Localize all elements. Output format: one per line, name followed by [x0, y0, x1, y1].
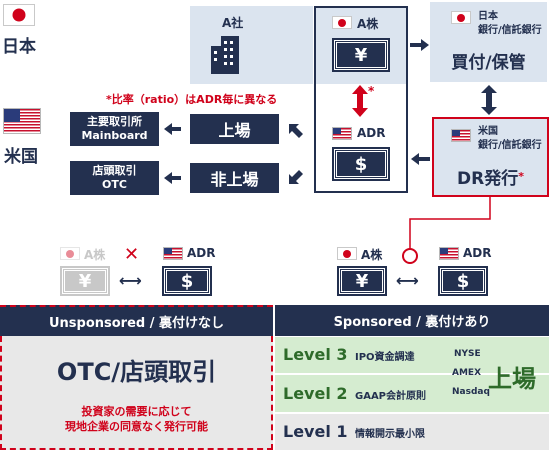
level-1-desc: 情報開示最小限 — [355, 429, 425, 440]
usa-flag-icon — [451, 129, 471, 142]
ratio-asterisk: * — [368, 84, 375, 98]
ratio-arrow-icon — [352, 85, 368, 117]
usa-flag-icon — [3, 108, 41, 134]
japan-flag-icon — [332, 16, 352, 29]
building-icon — [211, 36, 239, 74]
usa-flag-icon — [332, 127, 352, 140]
us-bank-action: DR発行* — [432, 164, 549, 189]
otc-box: 店頭取引 OTC — [70, 161, 159, 195]
otc-title: OTC/店頭取引 — [56, 358, 217, 386]
share-adr-column — [314, 6, 408, 193]
arrow-left-icon — [164, 123, 181, 135]
connector-line — [409, 197, 491, 249]
japan-bank-box — [430, 2, 547, 82]
yen-icon: ¥ — [60, 266, 110, 296]
share-label: A株 — [357, 17, 379, 31]
ratio-note: *比率（ratio）はADR毎に異なる — [106, 93, 278, 106]
company-label: A社 — [222, 16, 244, 30]
exchange-arrow-icon: ⟷ — [119, 271, 142, 290]
left-share-label: A株 — [84, 248, 106, 262]
exchange-nyse: NYSE — [454, 349, 481, 359]
right-adr-label: ADR — [463, 246, 492, 260]
yen-icon: ¥ — [337, 266, 387, 296]
japan-flag-icon — [60, 247, 80, 260]
adr-label: ADR — [357, 126, 386, 140]
exchange-amex: AMEX — [452, 368, 482, 378]
unlisted-box: 非上場 — [190, 163, 279, 193]
us-bank-label: 米国 銀行/信託銀行 — [478, 126, 542, 151]
otc-description: 投資家の需要に応じて 現地企業の同意なく発行可能 — [65, 405, 208, 433]
yen-icon: ¥ — [332, 38, 390, 72]
dr-issue-label: DR発行 — [457, 169, 519, 189]
usa-label: 米国 — [4, 147, 38, 167]
level-3-desc: IPO資金調達 — [355, 352, 415, 363]
right-share-label: A株 — [361, 248, 383, 262]
arrow-left-icon — [164, 172, 181, 184]
mainboard-box: 主要取引所 Mainboard — [70, 112, 159, 146]
japan-flag-icon — [337, 247, 357, 260]
japan-flag-icon — [451, 11, 471, 24]
listed-box: 上場 — [190, 114, 279, 144]
level-3-label: Level 3 — [283, 345, 348, 364]
dr-asterisk: * — [518, 170, 524, 183]
dollar-icon: $ — [332, 147, 390, 181]
listed-big-label: 上場 — [488, 365, 536, 393]
usa-flag-icon — [439, 247, 459, 260]
arrow-diag-down-icon — [289, 170, 303, 184]
company-panel — [190, 6, 313, 84]
level-1-row — [275, 413, 549, 450]
usa-flag-icon — [163, 247, 183, 260]
cross-icon: ✕ — [124, 244, 140, 265]
unsponsored-body — [0, 336, 273, 450]
level-3-row — [275, 337, 549, 374]
japan-flag-icon — [3, 4, 35, 26]
level-2-label: Level 2 — [283, 384, 348, 403]
exchange-arrow-icon: ⟷ — [396, 271, 419, 290]
japan-bank-action: 買付/保管 — [451, 53, 526, 73]
dollar-icon: $ — [162, 266, 212, 296]
exchange-nasdaq: Nasdaq — [452, 387, 490, 397]
sponsored-header: Sponsored / 裏付けあり — [275, 305, 549, 336]
double-arrow-icon — [481, 85, 497, 115]
japan-bank-label: 日本 銀行/信託銀行 — [478, 11, 542, 36]
level-2-row — [275, 375, 549, 412]
level-1-label: Level 1 — [283, 422, 348, 441]
dollar-icon: $ — [438, 266, 488, 296]
arrow-diag-up-icon — [289, 124, 303, 138]
japan-label: 日本 — [2, 37, 36, 57]
arrow-left-icon — [411, 153, 430, 165]
circle-icon — [402, 248, 418, 264]
arrow-right-icon — [410, 39, 429, 51]
unsponsored-header: Unsponsored / 裏付けなし — [0, 305, 273, 336]
level-2-desc: GAAP会計原則 — [355, 391, 427, 402]
left-adr-label: ADR — [187, 246, 216, 260]
